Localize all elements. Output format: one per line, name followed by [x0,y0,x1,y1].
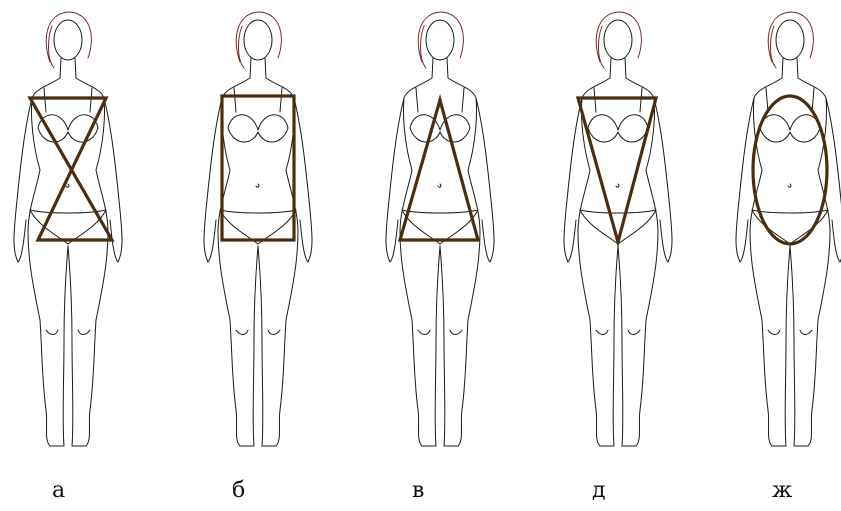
figure-hourglass [14,12,122,446]
label-v: в [412,480,424,502]
label-b: б [232,480,245,502]
label-zh: ж [772,480,792,502]
shape-rectangle [222,96,294,240]
label-a: а [52,480,65,502]
figure-inverted-triangle [564,12,672,446]
shape-hourglass [30,98,112,240]
figure-oval [736,12,841,446]
label-d: д [592,480,606,502]
figure-rectangle [204,12,312,446]
figure-triangle [386,12,494,446]
shape-oval [753,96,827,244]
